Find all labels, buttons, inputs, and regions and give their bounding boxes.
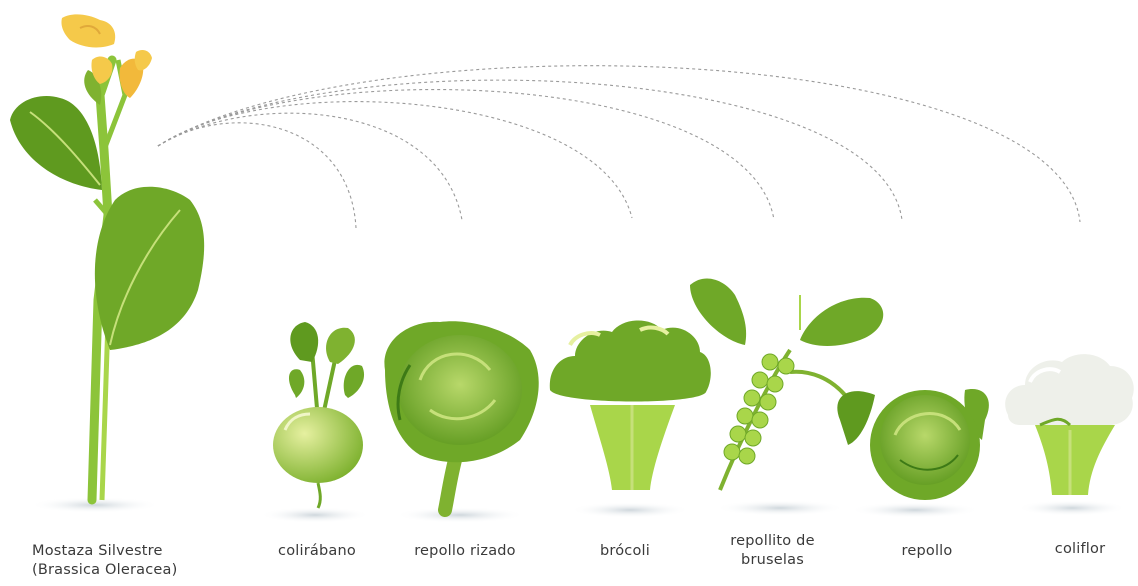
connector-arc-brussels [157,89,775,221]
source-plant-name: Mostaza Silvestre [32,543,163,559]
label-kohlrabi: colirábano [278,543,356,559]
cauliflower-icon [1005,354,1134,495]
source-plant-scientific-name: (Brassica Oleracea) [32,562,178,578]
label-brussels-line2: bruselas [741,552,804,568]
source-plant-label: Mostaza Silvestre (Brassica Oleracea) [32,542,178,580]
label-broccoli: brócoli [599,543,651,559]
label-brussels-sprouts: repollito de bruselas [715,532,830,570]
brussels-sprouts-icon [690,278,884,491]
label-brussels-line1: repollito de [730,533,815,549]
cabbage-icon [837,389,989,500]
connector-arc-broccoli [157,101,633,219]
label-cabbage: repollo [901,543,953,559]
kale-icon [384,321,539,517]
broccoli-icon [549,320,711,490]
kohlrabi-icon [273,322,365,509]
connector-arc-kale [157,112,463,221]
ground-shadows [30,497,1127,523]
connector-arc-kohlrabi [157,122,357,229]
label-kale: repollo rizado [414,543,516,559]
connector-arcs [157,65,1081,229]
label-cauliflower: coliflor [1054,541,1106,557]
connector-arc-cabbage [157,79,903,221]
connector-arc-cauliflower [157,65,1081,223]
wild-mustard-plant-icon [10,14,205,505]
